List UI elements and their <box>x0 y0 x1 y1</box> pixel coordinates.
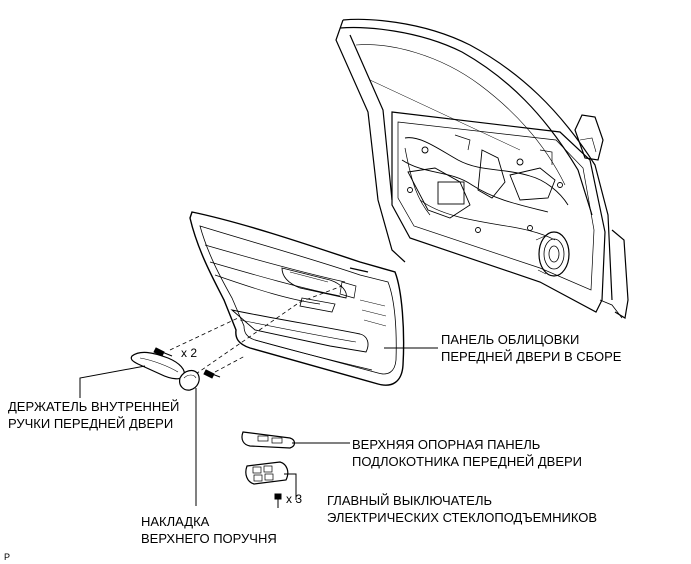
corner-mark: P <box>4 552 10 562</box>
label-line: ПОДЛОКОТНИКА ПЕРЕДНЕЙ ДВЕРИ <box>352 454 583 469</box>
speaker-icon <box>535 231 570 277</box>
label-line: ЭЛЕКТРИЧЕСКИХ СТЕКЛОПОДЪЕМНИКОВ <box>327 510 598 525</box>
power-window-switch <box>245 461 289 485</box>
label-armrest-upper-panel: ВЕРХНЯЯ ОПОРНАЯ ПАНЕЛЬ ПОДЛОКОТНИКА ПЕРЕ… <box>352 436 582 470</box>
inside-handle-bezel <box>130 351 185 380</box>
vehicle-door-frame <box>335 18 629 319</box>
assembly-guide-lines <box>169 285 343 379</box>
label-line: ГЛАВНЫЙ ВЫКЛЮЧАТЕЛЬ <box>327 493 493 508</box>
label-line: РУЧКИ ПЕРЕДНЕЙ ДВЕРИ <box>8 416 174 431</box>
label-line: ПЕРЕДНЕЙ ДВЕРИ В СБОРЕ <box>441 349 622 364</box>
leader-window-switch <box>284 473 297 500</box>
leader-lines <box>79 347 438 506</box>
label-line: ВЕРХНЯЯ ОПОРНАЯ ПАНЕЛЬ <box>352 437 541 452</box>
armrest-cover <box>179 369 200 391</box>
label-armrest-cover: НАКЛАДКА ВЕРХНЕГО ПОРУЧНЯ <box>141 513 277 547</box>
screw-icon <box>203 369 221 379</box>
quantity-screws-top: x 2 <box>181 346 198 360</box>
quantity-screws-switch: x 3 <box>286 492 303 506</box>
label-power-window-switch: ГЛАВНЫЙ ВЫКЛЮЧАТЕЛЬ ЭЛЕКТРИЧЕСКИХ СТЕКЛО… <box>327 492 597 526</box>
door-trim-panel <box>189 211 405 386</box>
label-line: ВЕРХНЕГО ПОРУЧНЯ <box>141 531 277 546</box>
label-line: ДЕРЖАТЕЛЬ ВНУТРЕННЕЙ <box>8 399 180 414</box>
label-line: ПАНЕЛЬ ОБЛИЦОВКИ <box>441 332 580 347</box>
leader-handle-bezel <box>79 365 146 398</box>
armrest-upper-panel <box>241 431 296 449</box>
label-line: НАКЛАДКА <box>141 514 210 529</box>
screw-icon <box>274 493 282 508</box>
label-inside-handle-bezel: ДЕРЖАТЕЛЬ ВНУТРЕННЕЙ РУЧКИ ПЕРЕДНЕЙ ДВЕР… <box>8 398 179 432</box>
label-door-trim-assembly: ПАНЕЛЬ ОБЛИЦОВКИ ПЕРЕДНЕЙ ДВЕРИ В СБОРЕ <box>441 331 621 365</box>
inner-door-mechanism <box>401 134 569 241</box>
